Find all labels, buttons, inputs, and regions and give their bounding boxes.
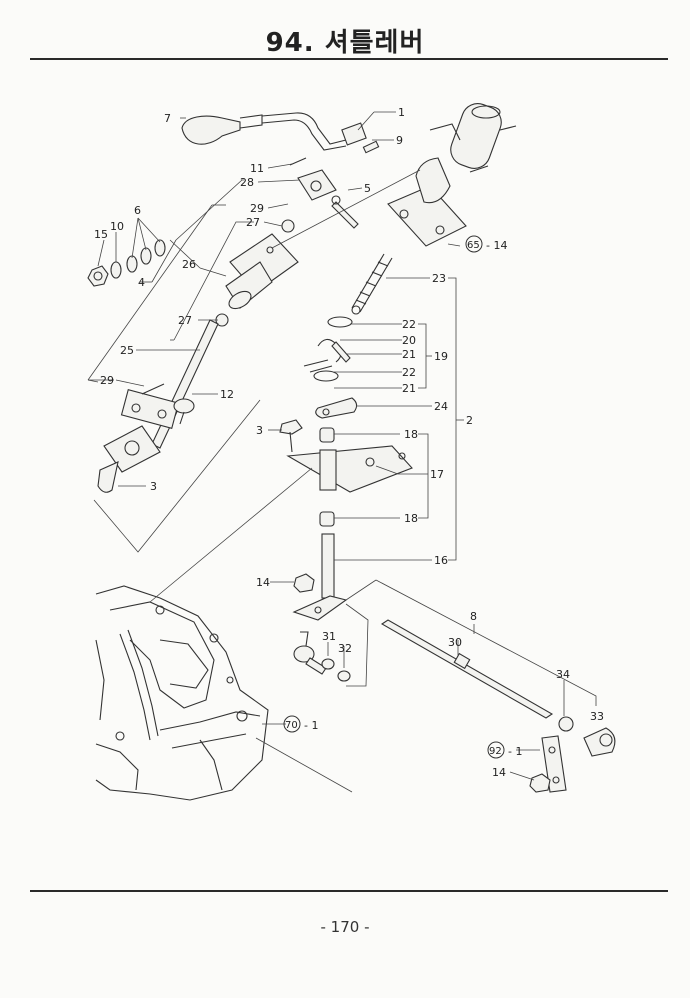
callout-28: 28 xyxy=(240,176,254,189)
transmission-housing-70 xyxy=(95,585,269,801)
callout-26: 26 xyxy=(182,258,196,271)
callout-14-bottom: 14 xyxy=(492,766,506,779)
callout-3-left: 3 xyxy=(150,480,157,493)
callout-70-qty: - 1 xyxy=(304,719,318,732)
nut-part-14b xyxy=(293,573,315,593)
callout-23: 23 xyxy=(432,272,446,285)
callout-22-bottom: 22 xyxy=(402,366,416,379)
shaft-part-25 xyxy=(120,319,219,449)
callout-3-right: 3 xyxy=(256,424,263,437)
bracket-part-3 xyxy=(97,425,161,493)
plate-part-17 xyxy=(286,445,413,493)
spring-part-23 xyxy=(351,253,393,315)
callout-labels: 1 9 7 11 28 5 29 27 6 15 10 26 4 65 - 14… xyxy=(94,106,604,779)
bolt-part-3b xyxy=(279,419,303,453)
callout-15: 15 xyxy=(94,228,108,241)
lever-bracket-65 xyxy=(387,103,517,247)
ball-joint-33-34 xyxy=(558,716,616,757)
callout-6: 6 xyxy=(134,204,141,217)
callout-2: 2 xyxy=(466,414,473,427)
callout-33: 33 xyxy=(590,710,604,723)
pin-part-9 xyxy=(362,140,380,154)
callout-19: 19 xyxy=(434,350,448,363)
callout-31: 31 xyxy=(322,630,336,643)
callout-65-qty: - 14 xyxy=(486,239,507,252)
shaft-part-16 xyxy=(292,533,348,621)
callout-22-top: 22 xyxy=(402,318,416,331)
callout-92-circled: 92 xyxy=(487,741,505,759)
callout-10: 10 xyxy=(110,220,124,233)
callout-4: 4 xyxy=(138,276,145,289)
callout-21-bottom: 21 xyxy=(402,382,416,395)
callout-21-top: 21 xyxy=(402,348,416,361)
callout-5: 5 xyxy=(364,182,371,195)
guide-part-26 xyxy=(225,219,299,310)
callout-32: 32 xyxy=(338,642,352,655)
shuttle-lever-rod xyxy=(181,112,367,151)
callout-18-top: 18 xyxy=(404,428,418,441)
callout-9: 9 xyxy=(396,134,403,147)
callout-18-bottom: 18 xyxy=(404,512,418,525)
callout-27-top: 27 xyxy=(246,216,260,229)
callout-29-bottom: 29 xyxy=(100,374,114,387)
callout-65-circled: 65 xyxy=(465,235,483,253)
rod-part-30 xyxy=(380,619,554,719)
plate-part-28 xyxy=(297,169,337,201)
callout-11: 11 xyxy=(250,162,264,175)
pin-part-11 xyxy=(289,157,307,166)
callout-27-bottom: 27 xyxy=(178,314,192,327)
pin-part-29b xyxy=(141,383,165,395)
bolt-part-12 xyxy=(173,398,195,425)
top-rule xyxy=(30,58,668,60)
callout-30: 30 xyxy=(448,636,462,649)
callout-20: 20 xyxy=(402,334,416,347)
bushing-part-18 xyxy=(319,427,335,527)
callout-14-mid: 14 xyxy=(256,576,270,589)
callout-8: 8 xyxy=(470,610,477,623)
bracket-part-92 xyxy=(529,735,567,793)
callout-7: 7 xyxy=(164,112,171,125)
arm-part-24 xyxy=(315,397,358,419)
callout-92: 92 xyxy=(489,746,502,757)
page-title: 94. 셔틀레버 xyxy=(265,28,425,58)
leader-lines xyxy=(87,111,597,793)
callout-12: 12 xyxy=(220,388,234,401)
callout-29-top: 29 xyxy=(250,202,264,215)
callout-24: 24 xyxy=(434,400,448,413)
callout-34: 34 xyxy=(556,668,570,681)
spring-clip-19 xyxy=(303,316,353,382)
callout-16: 16 xyxy=(434,554,448,567)
rod-end-31-32 xyxy=(293,631,351,682)
callout-1: 1 xyxy=(398,106,405,119)
page-number: - 170 - xyxy=(320,918,370,936)
callout-70-circled: 70 xyxy=(283,715,301,733)
callout-70: 70 xyxy=(285,720,298,731)
callout-25: 25 xyxy=(120,344,134,357)
callout-17: 17 xyxy=(430,468,444,481)
bottom-rule xyxy=(30,890,668,892)
callout-92-qty: - 1 xyxy=(508,745,522,758)
pin-part-5 xyxy=(331,195,359,229)
callout-65: 65 xyxy=(467,240,480,251)
